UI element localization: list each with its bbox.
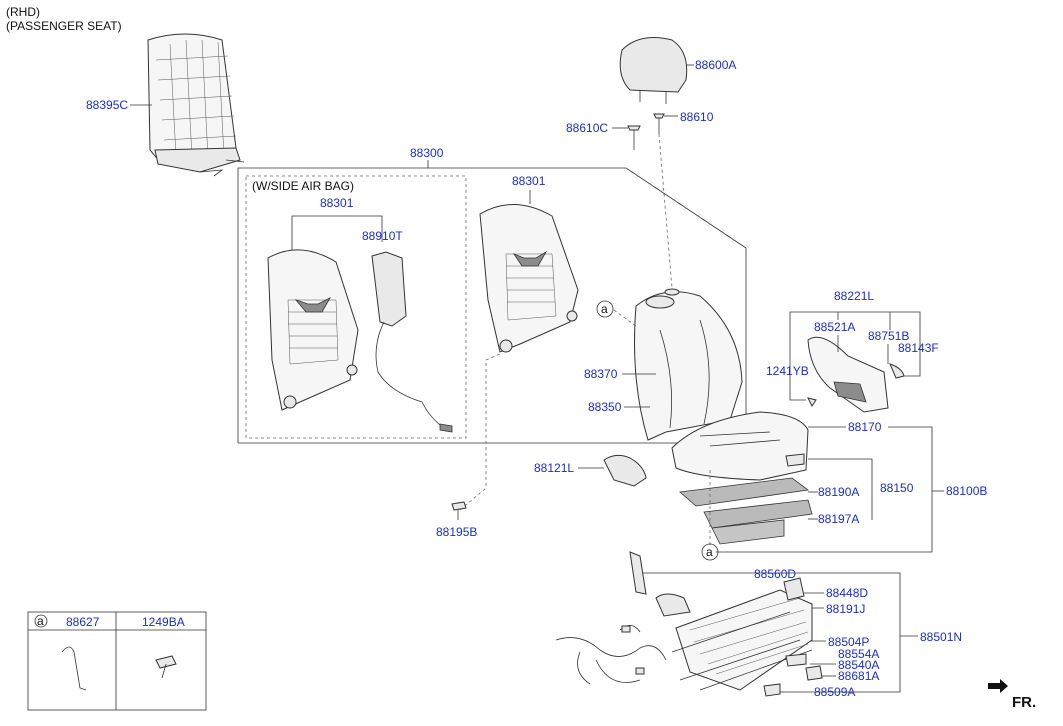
note-rhd: (RHD) — [6, 5, 40, 19]
part-88610[interactable]: 88610 — [680, 110, 714, 124]
part-88300[interactable]: 88300 — [410, 146, 444, 160]
callout-a2-text: a — [706, 545, 713, 559]
seat-frame-airbag-drawing — [267, 249, 359, 411]
front-arrow-icon — [988, 679, 1008, 693]
part-88600A[interactable]: 88600A — [695, 58, 736, 72]
callout-a1-text: a — [601, 302, 608, 316]
part-88121L[interactable]: 88121L — [534, 461, 574, 475]
part-88150[interactable]: 88150 — [880, 481, 914, 495]
part-88370[interactable]: 88370 — [584, 367, 618, 381]
clip-drawing — [61, 646, 87, 691]
legend-part-88627[interactable]: 88627 — [66, 615, 100, 629]
part-88509A[interactable]: 88509A — [814, 685, 855, 699]
bolt-drawing — [451, 501, 467, 520]
part-88554A[interactable]: 88554A — [838, 647, 879, 661]
part-88501N[interactable]: 88501N — [920, 630, 962, 644]
part-88751B[interactable]: 88751B — [868, 329, 909, 343]
headrest-drawing — [619, 37, 688, 104]
part-88681A[interactable]: 88681A — [838, 669, 879, 683]
part-88448D[interactable]: 88448D — [826, 586, 868, 600]
screw-drawing — [155, 655, 177, 669]
part-88191J[interactable]: 88191J — [826, 602, 865, 616]
side-airbag-module-drawing — [371, 251, 453, 433]
seat-frame-drawing — [479, 204, 579, 353]
part-1241YB[interactable]: 1241YB — [766, 364, 809, 378]
seat-track-drawing — [629, 551, 823, 697]
leader-88143F — [904, 340, 921, 377]
front-label: FR. — [1012, 694, 1036, 711]
part-88221L[interactable]: 88221L — [834, 289, 874, 303]
part-88100B[interactable]: 88100B — [946, 484, 987, 498]
cushion-cover-drawing — [603, 454, 647, 487]
wiring-harness-drawing — [555, 625, 667, 685]
part-88350[interactable]: 88350 — [588, 400, 622, 414]
callout-marker-a1 — [596, 300, 614, 318]
callout-marker-a2 — [701, 543, 719, 561]
bracket-88221L — [789, 311, 921, 380]
dashed-callout-a1 — [613, 309, 637, 327]
part-88301-airbag[interactable]: 88301 — [320, 196, 354, 210]
bracket-88100B — [716, 426, 933, 553]
seat-back-board-drawing — [147, 33, 245, 177]
bracket-88300 — [237, 167, 747, 444]
note-passenger-seat: (PASSENGER SEAT) — [6, 19, 122, 33]
side-trim-drawing — [807, 336, 905, 413]
headrest-guide-drawing — [627, 113, 665, 150]
legend-table: a 88627 1249BA — [27, 611, 207, 711]
part-88195B[interactable]: 88195B — [436, 525, 477, 539]
part-88504P[interactable]: 88504P — [828, 635, 869, 649]
part-88521A[interactable]: 88521A — [814, 320, 855, 334]
part-88197A[interactable]: 88197A — [818, 512, 859, 526]
part-88170[interactable]: 88170 — [848, 420, 882, 434]
part-88143F[interactable]: 88143F — [898, 341, 939, 355]
dashed-headrest-link — [658, 133, 673, 289]
part-88910T[interactable]: 88910T — [362, 229, 403, 243]
seat-cushion-drawing — [671, 411, 809, 481]
side-air-bag-box — [245, 175, 467, 439]
part-88190A[interactable]: 88190A — [818, 485, 859, 499]
front-direction-indicator: FR. — [988, 679, 1036, 711]
part-88301[interactable]: 88301 — [512, 174, 546, 188]
seat-back-cushion-drawing — [634, 288, 743, 441]
part-88560D[interactable]: 88560D — [754, 567, 796, 581]
leader-88301-airbag — [291, 215, 383, 252]
dashed-bolt-link — [459, 353, 501, 511]
note-side-air-bag: (W/SIDE AIR BAG) — [252, 179, 354, 193]
leader-1241YB — [789, 380, 806, 401]
part-88610C[interactable]: 88610C — [566, 121, 608, 135]
bracket-88150 — [808, 458, 873, 520]
part-88540A[interactable]: 88540A — [838, 658, 879, 672]
bracket-88501N — [640, 572, 901, 693]
legend-key: a — [37, 614, 44, 628]
part-88395C[interactable]: 88395C — [86, 98, 128, 112]
legend-part-1249BA[interactable]: 1249BA — [142, 615, 185, 629]
seat-heater-pads-drawing — [679, 477, 813, 545]
